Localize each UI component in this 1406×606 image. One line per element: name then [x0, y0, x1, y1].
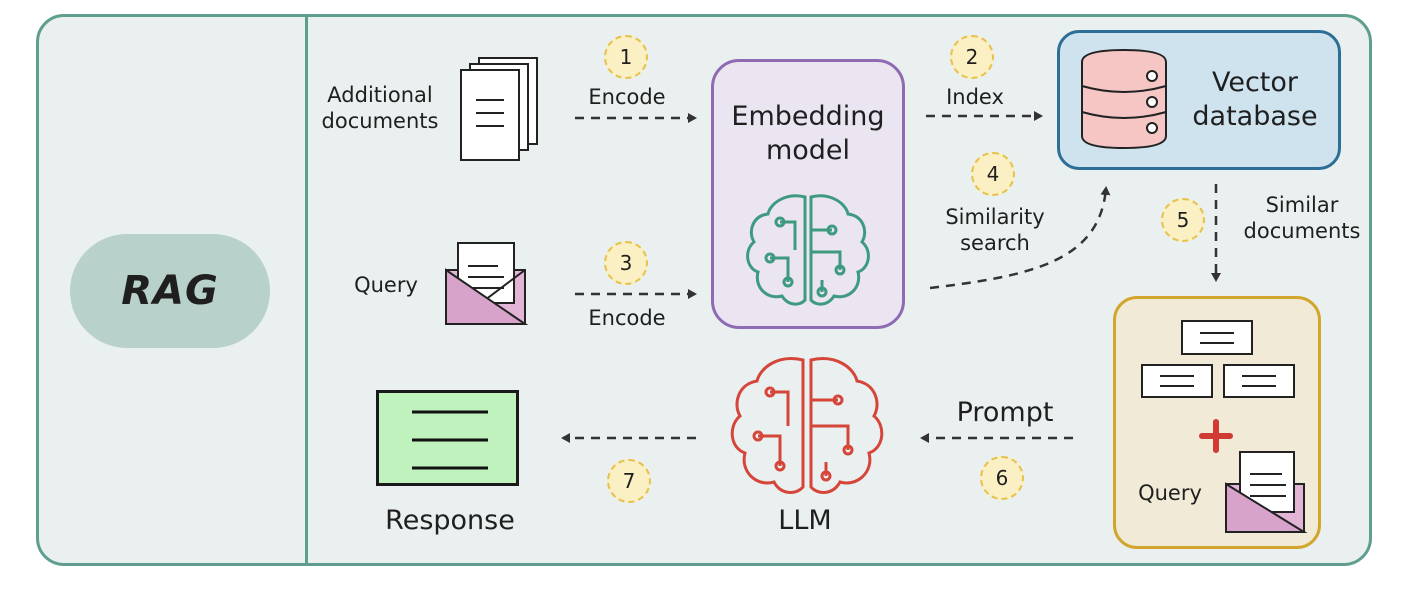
- frame-divider: [305, 14, 308, 566]
- step-badge-1: 1: [604, 35, 648, 79]
- edge-label-prompt: Prompt: [956, 397, 1054, 428]
- rag-title: RAG: [70, 234, 270, 348]
- step-badge-3: 3: [604, 241, 648, 285]
- brain-network-icon: [730, 357, 884, 494]
- vector-database-label: Vector database: [1192, 67, 1318, 132]
- envelope-icon: [445, 242, 529, 325]
- edge-label-encode-query: Encode: [588, 306, 666, 330]
- edge-label-similarity-search: Similarity search: [945, 205, 1045, 256]
- step-badge-2: 2: [950, 35, 994, 79]
- step-badge-4: 4: [971, 152, 1015, 196]
- edge-label-index: Index: [946, 85, 1004, 109]
- embedding-model-label: Embedding model: [731, 101, 885, 166]
- edge-label-similar-documents: Similar documents: [1243, 193, 1361, 244]
- brain-network-icon: [746, 194, 870, 306]
- step-badge-5: 5: [1161, 198, 1205, 242]
- plus-icon: [1199, 419, 1233, 453]
- response-label: Response: [385, 505, 515, 536]
- context-query-label: Query: [1138, 481, 1202, 505]
- envelope-icon: [1225, 451, 1308, 533]
- document-cards: [1141, 320, 1295, 398]
- arrow-similarity-search: [929, 186, 1111, 290]
- step-badge-7: 7: [607, 459, 651, 503]
- edge-label-encode-docs: Encode: [588, 85, 666, 109]
- embedding-model-box: [711, 59, 905, 329]
- additional-documents-label: Additional documents: [321, 83, 439, 134]
- step-badge-6: 6: [980, 456, 1024, 500]
- documents-icon: [460, 57, 538, 161]
- response-lines: [412, 410, 488, 470]
- llm-label: LLM: [778, 505, 832, 536]
- response-box: [376, 390, 519, 486]
- query-label: Query: [354, 273, 418, 297]
- database-icon: [1081, 48, 1167, 150]
